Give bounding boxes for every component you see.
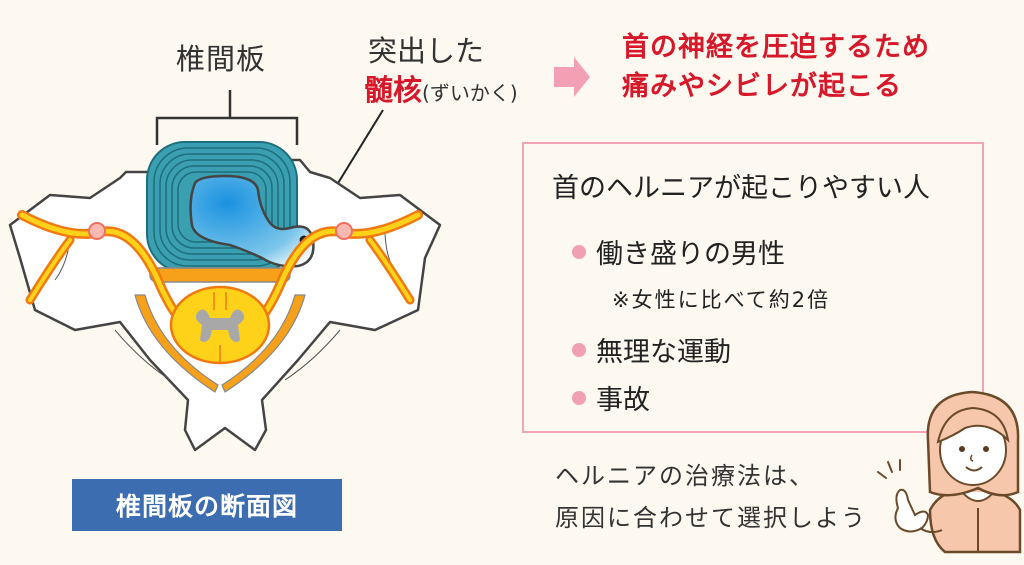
ligament-front — [149, 267, 291, 283]
ganglion-right — [335, 222, 353, 240]
risk-item-label: 無理な運動 — [596, 337, 731, 368]
bracket — [155, 90, 299, 145]
result-text: 首の神経を圧迫するため 痛みやシビレが起こる — [622, 28, 930, 106]
risk-item: 事故 — [572, 378, 650, 417]
nucleus-term: 髄核 — [364, 73, 423, 107]
risk-item: 働き盛りの男性 — [572, 232, 785, 271]
ganglion-left — [88, 222, 106, 240]
risk-item-note: ※女性に比べて約2倍 — [612, 288, 831, 312]
bullet-icon — [572, 390, 586, 405]
risk-item-label: 事故 — [596, 385, 650, 416]
bullet-icon — [572, 342, 586, 357]
risk-factors-box: 首のヘルニアが起こりやすい人 働き盛りの男性 ※女性に比べて約2倍 無理な運動 … — [522, 142, 984, 433]
woman-character-illustration — [877, 390, 1022, 554]
bullet-icon — [572, 244, 586, 259]
nucleus-label: 髄核(ずいかく) — [364, 67, 518, 109]
nucleus-reading: (ずいかく) — [422, 81, 518, 105]
gray-matter — [195, 309, 245, 343]
protruded-label: 突出した — [368, 34, 485, 68]
result-line-2: 痛みやシビレが起こる — [622, 71, 902, 102]
advice-text: ヘルニアの治療法は、 原因に合わせて選択しよう — [555, 455, 867, 539]
result-line-1: 首の神経を圧迫するため — [622, 32, 930, 63]
risk-item-label: 働き盛りの男性 — [596, 239, 785, 270]
disc-label: 椎間板 — [176, 42, 267, 76]
disc-cross-section-diagram — [8, 90, 442, 452]
advice-line-2: 原因に合わせて選択しよう — [555, 504, 867, 532]
risk-item: 無理な運動 — [572, 330, 731, 369]
diagram-caption: 椎間板の断面図 — [72, 479, 342, 531]
arrow-right-icon — [554, 57, 590, 97]
risk-factors-title: 首のヘルニアが起こりやすい人 — [552, 173, 930, 204]
advice-line-1: ヘルニアの治療法は、 — [555, 462, 815, 490]
